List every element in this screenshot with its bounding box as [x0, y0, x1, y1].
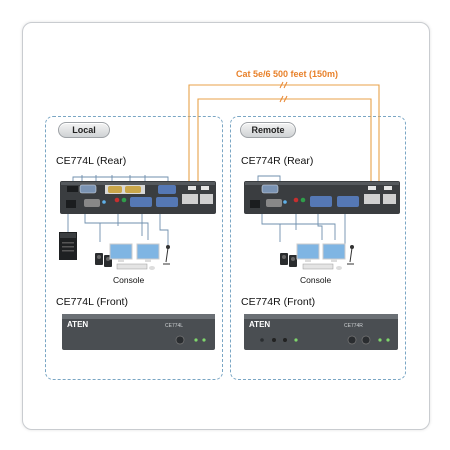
local-console-label: Console: [113, 275, 145, 285]
remote-console-label: Console: [300, 275, 332, 285]
remote-panel: [230, 116, 406, 380]
local-front-device: ATEN CE774L: [62, 314, 215, 350]
remote-console-group: [280, 243, 354, 270]
diagram-frame: [22, 22, 430, 430]
local-front-model: CE774L: [165, 323, 183, 329]
remote-rear-title: CE774R (Rear): [241, 155, 314, 167]
remote-front-model: CE774R: [344, 323, 363, 329]
remote-rear-device: [244, 181, 400, 214]
local-rear-device: [60, 181, 216, 214]
local-badge: Local: [58, 122, 110, 138]
remote-front-device: ATEN CE774R: [244, 314, 398, 350]
local-front-title: CE774L (Front): [56, 296, 128, 308]
remote-wiring: [257, 175, 346, 245]
local-wiring: [67, 175, 169, 245]
local-panel: [45, 116, 223, 380]
local-rear-title: CE774L (Rear): [56, 155, 127, 167]
cat5-cable-lines: [188, 84, 380, 189]
remote-badge: Remote: [240, 122, 296, 138]
cable-length-label: Cat 5e/6 500 feet (150m): [236, 69, 339, 79]
server-tower-icon: [59, 232, 77, 260]
local-front-brand: ATEN: [67, 320, 88, 329]
remote-front-title: CE774R (Front): [241, 296, 316, 308]
local-console-group: [95, 243, 170, 270]
cable-break-marks: [279, 81, 288, 103]
remote-front-brand: ATEN: [249, 320, 270, 329]
